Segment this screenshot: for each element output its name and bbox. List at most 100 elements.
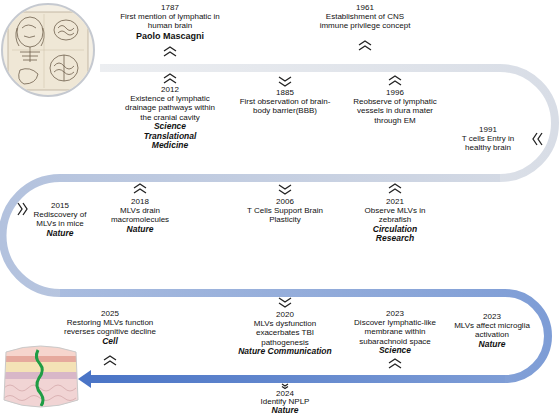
chevron-stroke xyxy=(18,203,22,215)
year-label: 1991 xyxy=(458,125,518,134)
tissue-outline xyxy=(4,346,78,407)
journal-name: Nature xyxy=(30,229,90,239)
timeline-band xyxy=(89,375,505,383)
chevron-marker xyxy=(389,184,401,193)
journal-name: Nature Communication xyxy=(229,347,341,357)
journal-name: Nature xyxy=(462,340,522,350)
anatomy-lines xyxy=(20,25,40,62)
vessel-lines xyxy=(16,28,44,46)
year-label: 2018 xyxy=(110,197,170,206)
chevron-group xyxy=(18,41,542,389)
engraving-frame xyxy=(2,4,94,96)
lymphatic-vessel xyxy=(36,350,43,406)
chevron-stroke xyxy=(389,81,401,85)
year-label: 1996 xyxy=(365,88,425,97)
chevron-marker xyxy=(104,356,116,365)
chevron-marker xyxy=(164,74,176,83)
year-label: 2024 xyxy=(255,390,315,398)
chevron-stroke xyxy=(538,133,542,145)
chevron-stroke xyxy=(134,189,146,193)
year-label: 1961 xyxy=(335,3,395,12)
chevron-stroke xyxy=(104,356,116,360)
organ-sketch xyxy=(19,69,38,84)
chevron-stroke xyxy=(164,79,176,83)
chevron-stroke xyxy=(279,298,291,302)
chevron-stroke xyxy=(533,133,537,145)
timeline-arrowhead xyxy=(78,370,91,388)
journal-name: Nature xyxy=(255,406,315,414)
chevron-marker xyxy=(282,384,288,389)
chevron-marker xyxy=(389,359,401,368)
chevron-marker xyxy=(18,203,27,215)
chevron-marker xyxy=(389,76,401,85)
journal-name: Circulation Research xyxy=(360,225,430,245)
person-name: Paolo Mascagni xyxy=(115,31,225,41)
chevron-stroke xyxy=(164,74,176,78)
year-label: 1787 xyxy=(140,3,200,12)
journal-name: Science xyxy=(365,346,425,356)
brain-folds xyxy=(58,26,74,36)
chevron-marker xyxy=(134,184,146,193)
chevron-marker xyxy=(533,133,542,145)
event-description: MLVs affect microglia activation xyxy=(449,321,535,339)
chevron-stroke xyxy=(104,361,116,365)
year-label: 2012 xyxy=(140,85,200,94)
event-description: T cells Entry in healthy brain xyxy=(450,134,526,152)
year-label: 1885 xyxy=(255,88,315,97)
event-description: T Cells Support Brain Plasticity xyxy=(245,206,325,224)
plate-division xyxy=(12,14,84,88)
chevron-stroke xyxy=(279,303,291,307)
chevron-stroke xyxy=(279,82,291,86)
event-description: First observation of brain-body barrier(… xyxy=(235,97,335,115)
chevron-stroke xyxy=(389,76,401,80)
event-description: Rediscovery of MLVs in mice xyxy=(29,210,91,228)
event-description: MLVs drain macromolecules xyxy=(101,206,179,224)
year-label: 2023 xyxy=(365,309,425,318)
brain-sketch xyxy=(54,20,78,40)
chevron-stroke xyxy=(134,184,146,188)
timeline-band xyxy=(2,178,500,293)
journal-name: Science Translational Medicine xyxy=(135,122,205,151)
year-label: 2020 xyxy=(255,310,315,319)
event-description: Restoring MLVs function reverses cogniti… xyxy=(54,318,166,336)
journal-name: Nature xyxy=(110,225,170,235)
chevron-stroke xyxy=(164,52,176,56)
chevron-stroke xyxy=(389,184,401,188)
event-description: Reobserve of lymphatic vessels in dura m… xyxy=(348,97,443,125)
chevron-marker xyxy=(279,77,291,86)
year-label: 2015 xyxy=(35,201,85,210)
chevron-stroke xyxy=(279,190,291,194)
head-sketch xyxy=(17,17,43,47)
chevron-stroke xyxy=(389,359,401,363)
brain-folds xyxy=(54,55,74,81)
chevron-stroke xyxy=(389,189,401,193)
engraving-illustration xyxy=(2,4,94,96)
chevron-stroke xyxy=(23,203,27,215)
chevron-stroke xyxy=(389,364,401,368)
year-label: 2025 xyxy=(80,309,140,318)
chevron-stroke xyxy=(279,77,291,81)
chevron-stroke xyxy=(359,46,371,50)
event-description: MLVs dysfunction exacerbates TBI pathoge… xyxy=(245,319,325,347)
journal-name: Cell xyxy=(80,337,140,347)
dermis-layer xyxy=(0,356,82,362)
tissue-illustration xyxy=(0,338,82,415)
chevron-marker xyxy=(279,185,291,194)
year-label: 2006 xyxy=(255,197,315,206)
timeline-band xyxy=(100,68,555,178)
event-description: Discover lymphatic-like membrane within … xyxy=(346,318,444,346)
event-description: Existence of lymphatic drainage pathways… xyxy=(122,94,218,122)
chevron-marker xyxy=(359,41,371,50)
chevron-stroke xyxy=(282,384,288,386)
chevron-marker xyxy=(164,47,176,56)
engraving-plate xyxy=(8,12,88,90)
event-description: Identify NPLP xyxy=(245,398,325,406)
year-label: 2023 xyxy=(462,312,522,321)
brain-sketch xyxy=(50,55,78,81)
chevron-stroke xyxy=(164,47,176,51)
chevron-stroke xyxy=(282,387,288,389)
chevron-stroke xyxy=(279,185,291,189)
skin-layer xyxy=(0,338,82,356)
chevron-stroke xyxy=(359,41,371,45)
